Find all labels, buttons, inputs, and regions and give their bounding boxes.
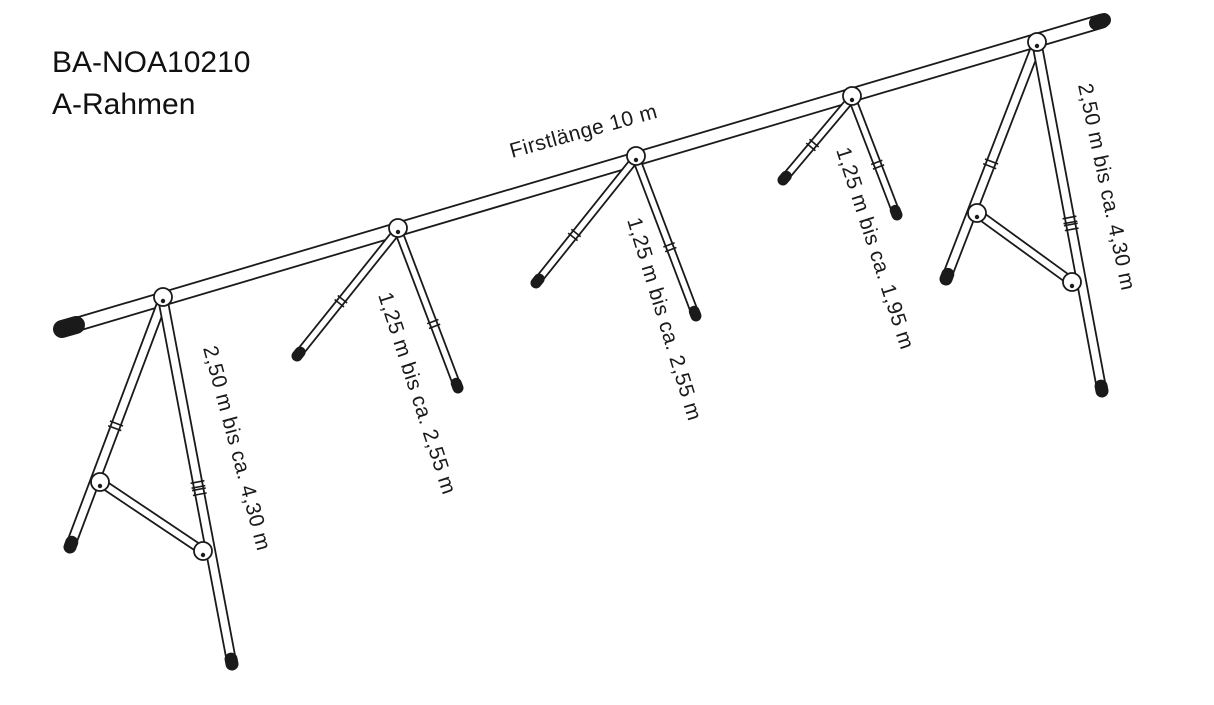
ridge-left-cap xyxy=(53,316,85,338)
support-2-front xyxy=(530,153,641,289)
support-3-rear-foot xyxy=(889,204,903,221)
support-1-rear xyxy=(393,225,464,394)
left-brace-hinge-a xyxy=(90,472,110,492)
left-brace xyxy=(95,477,208,556)
support-3-front-body xyxy=(780,95,855,183)
support-2-front-foot xyxy=(530,273,545,289)
ridge-pole xyxy=(60,13,1110,335)
ridge-pole-body xyxy=(62,15,1108,333)
right-brace-hinge-b-pin xyxy=(1069,283,1075,289)
support-3-rear-body xyxy=(849,95,900,218)
left-apex-hinge xyxy=(153,287,173,307)
right-rear-leg-foot xyxy=(1094,379,1109,398)
product-name: A-Rahmen xyxy=(52,88,196,121)
support-3-label: 1,25 m bis ca. 1,95 m xyxy=(831,144,918,352)
right-brace-hinge-a xyxy=(967,203,987,223)
support-1-front-sleeve-a xyxy=(337,294,348,304)
right-apex-hinge-pin xyxy=(1034,43,1040,49)
left-brace-body xyxy=(96,478,207,555)
left-brace-hinge-b xyxy=(193,541,213,561)
left-rear-leg-foot xyxy=(224,652,239,671)
support-2-hinge xyxy=(626,146,646,166)
left-front-sleeve-a xyxy=(109,420,124,427)
support-1-rear-foot xyxy=(450,377,464,394)
frame-poles xyxy=(53,13,1111,671)
support-1-rear-sleeve-b xyxy=(428,323,441,330)
support-3-rear-sleeve-a xyxy=(870,159,883,166)
support-3-front-foot xyxy=(777,170,792,186)
support-2-rear-body xyxy=(633,155,699,319)
right-front-leg-foot xyxy=(939,267,955,286)
left-rear-sleeve-2-b xyxy=(192,492,207,497)
right-rear-sleeve-2-b xyxy=(1064,227,1079,232)
left-rear-sleeve-a xyxy=(190,479,205,485)
left-front-sleeve-b xyxy=(107,424,122,432)
support-3-front-sleeve-a xyxy=(808,138,820,148)
left-brace-hinge-b-pin xyxy=(200,552,206,558)
right-front-sleeve-b xyxy=(982,162,997,170)
support-3-hinge xyxy=(842,86,862,106)
support-1-label: 1,25 m bis ca. 2,55 m xyxy=(373,289,460,497)
support-2-rear-foot xyxy=(688,305,702,322)
product-code: BA-NOA10210 xyxy=(52,46,251,79)
support-1-rear-sleeve-a xyxy=(426,318,439,325)
right-brace xyxy=(972,208,1077,287)
right-rear-sleeve-a xyxy=(1062,215,1077,220)
support-1-rear-body xyxy=(395,227,461,391)
support-3-rear-sleeve-b xyxy=(872,164,885,170)
support-2-rear-sleeve-a xyxy=(663,242,675,248)
right-rear-sleeve-b xyxy=(1063,220,1078,225)
frame-joints xyxy=(90,32,1082,561)
right-front-sleeve-a xyxy=(984,158,999,165)
support-3-hinge-pin xyxy=(849,97,855,103)
support-3-rear xyxy=(847,93,903,221)
right-brace-hinge-b xyxy=(1062,272,1082,292)
support-2-front-sleeve-a xyxy=(570,228,582,238)
left-rear-sleeve-b xyxy=(191,484,206,490)
support-1-hinge xyxy=(388,218,408,238)
support-1-front-body xyxy=(294,227,401,359)
right-rear-sleeve-2-a xyxy=(1063,222,1078,227)
support-2-rear-sleeve-b xyxy=(664,246,677,253)
support-3-front xyxy=(777,93,857,186)
left-apex-hinge-pin xyxy=(160,298,166,304)
right-apex-hinge xyxy=(1027,32,1047,52)
support-2-hinge-pin xyxy=(633,157,639,163)
support-2-front-body xyxy=(533,155,639,286)
support-2-front-sleeve-b xyxy=(567,232,579,242)
ridge-right-cap xyxy=(1089,13,1111,30)
left-front-leg-foot xyxy=(63,535,79,554)
support-1-front xyxy=(291,225,403,362)
support-1-front-sleeve-b xyxy=(334,298,345,308)
support-1-front-foot xyxy=(291,346,306,362)
support-1-hinge-pin xyxy=(395,229,401,235)
right-brace-hinge-a-pin xyxy=(974,214,980,220)
support-3-front-sleeve-b xyxy=(805,142,816,152)
left-rear-sleeve-2-a xyxy=(191,487,206,492)
support-2-rear xyxy=(631,153,702,322)
left-brace-hinge-a-pin xyxy=(97,483,103,489)
right-brace-body xyxy=(973,209,1076,286)
